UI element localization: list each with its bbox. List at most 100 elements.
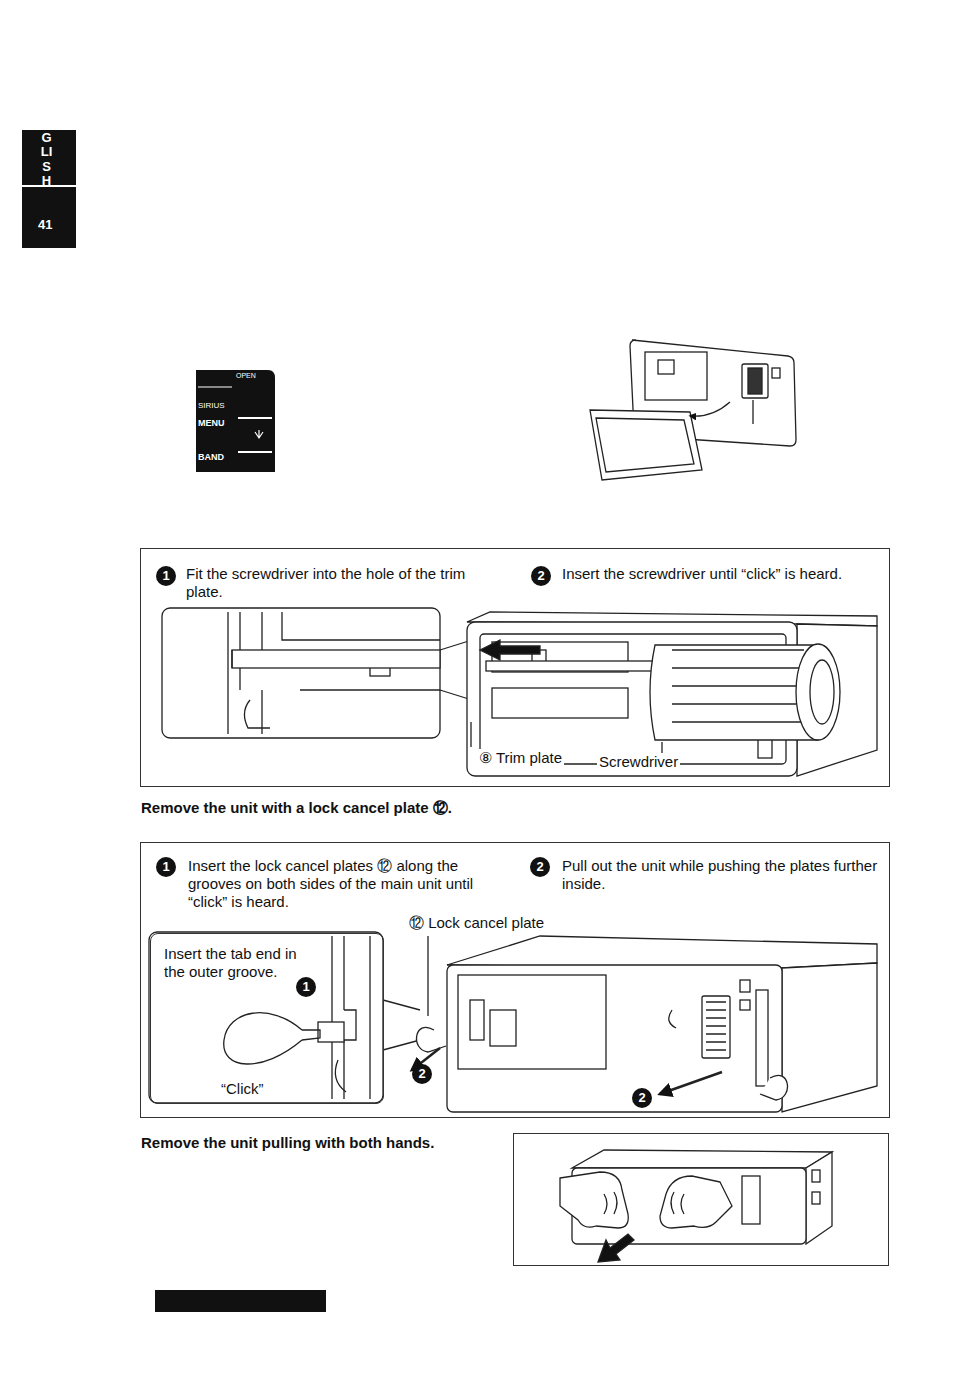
- lock-plate-detail-part: [383, 1000, 420, 1010]
- sound-label: “Click”: [219, 1080, 266, 1098]
- unit-with-screwdriver-part: [810, 660, 834, 724]
- language-tab-part: [22, 130, 76, 248]
- button-label: SIRIUS: [198, 401, 225, 410]
- pulling-with-hands-part: [812, 1192, 820, 1204]
- trim-plate-detail: [162, 608, 472, 738]
- unit-rear-view-part: [740, 980, 750, 992]
- lock-plate-detail-part: [318, 1022, 344, 1042]
- pulling-with-hands-part: [812, 1170, 820, 1182]
- faceplate-illustration-part: [590, 410, 702, 480]
- unit-with-screwdriver-part: [470, 722, 471, 747]
- faceplate-illustration-part: [645, 352, 707, 400]
- button-label: BAND: [198, 452, 224, 462]
- unit-rear-view-part: [702, 996, 730, 1058]
- detail-inset: Insert the tab end in the outer groove. “…: [150, 933, 384, 1104]
- lock-plate-detail-part: [331, 936, 332, 1099]
- lock-plate-detail-part: [302, 1030, 320, 1040]
- trim-plate-detail-part: [232, 650, 440, 668]
- front-panel-detail: [196, 370, 275, 472]
- trim-plate-detail-part: [261, 612, 262, 734]
- step-number: 1: [296, 977, 316, 997]
- front-panel-detail-part: [238, 417, 272, 419]
- unit-rear-view-part: [470, 1000, 484, 1040]
- trim-plate-detail-part: [227, 612, 228, 734]
- faceplate-illustration: [590, 340, 796, 480]
- faceplate-illustration-part: [752, 400, 753, 424]
- trim-plate-detail-part: [300, 689, 440, 690]
- unit-with-screwdriver-part: [796, 644, 840, 740]
- language-tab: [22, 130, 76, 248]
- front-panel-detail-part: [198, 387, 232, 388]
- unit-rear-view-part: [706, 1002, 726, 1050]
- unit-with-screwdriver-part: [492, 688, 628, 718]
- pulling-with-hands-part: [660, 1176, 732, 1228]
- unit-rear-view-part: [660, 1072, 722, 1094]
- lock-plate-detail-part: [343, 936, 344, 1010]
- note-text: Insert the tab end in the outer groove.: [164, 945, 304, 981]
- step-text: Insert the lock cancel plates ⑫ along th…: [188, 857, 493, 911]
- lock-plate-detail: [149, 932, 420, 1103]
- section-heading: Remove the unit pulling with both hands.: [141, 1134, 434, 1152]
- trim-plate-detail-part: [162, 608, 440, 738]
- illustration-panel: Remove the unit pulling with both hands.: [513, 1133, 889, 1266]
- pulling-with-hands-part: [806, 1152, 832, 1244]
- step-number: 2: [632, 1088, 652, 1108]
- part-label: Screwdriver: [597, 753, 680, 771]
- front-panel-detail-part: [255, 430, 263, 438]
- step-number: 2: [530, 857, 550, 877]
- pulling-with-hands: [560, 1150, 832, 1262]
- trim-plate-detail-part: [244, 700, 270, 728]
- lock-plate-detail-part: [344, 1010, 356, 1099]
- unit-rear-view: [412, 936, 877, 1112]
- faceplate-illustration-part: [772, 368, 780, 378]
- unit-with-screwdriver-part: [486, 661, 662, 671]
- language-tab-text: GLISH: [40, 131, 53, 188]
- unit-rear-view-part: [740, 1000, 750, 1010]
- pulling-with-hands-part: [742, 1176, 760, 1224]
- unit-rear-view-part: [447, 965, 782, 1112]
- lock-plate-detail-part: [224, 1013, 302, 1064]
- unit-rear-view-part: [756, 990, 768, 1086]
- step-number: 1: [156, 857, 176, 877]
- part-label: ⑧ Trim plate: [477, 749, 564, 767]
- step-panel: Remove the unit with a lock cancel plate…: [140, 842, 890, 1118]
- unit-rear-view-part: [427, 936, 428, 1016]
- unit-rear-view-part: [458, 975, 606, 1069]
- lock-plate-detail-part: [149, 932, 383, 1103]
- pulling-with-hands-part: [560, 1172, 628, 1228]
- part-label: ⑫ Lock cancel plate: [407, 914, 546, 932]
- faceplate-illustration-part: [596, 418, 694, 472]
- unit-rear-view-part: [447, 936, 877, 968]
- step-text: Insert the screwdriver until “click” is …: [562, 565, 884, 583]
- unit-rear-view-part: [417, 1027, 446, 1052]
- trim-plate-detail-part: [282, 612, 440, 640]
- faceplate-illustration-part: [748, 368, 762, 394]
- step-number: 2: [412, 1064, 432, 1084]
- step-number: 1: [156, 566, 176, 586]
- unit-rear-view-part: [782, 963, 877, 1112]
- unit-with-screwdriver-part: [650, 645, 818, 740]
- unit-rear-view-part: [760, 1075, 787, 1100]
- step-text: Pull out the unit while pushing the plat…: [562, 857, 884, 893]
- step-number: 2: [531, 566, 551, 586]
- lock-plate-detail-part: [383, 1040, 420, 1050]
- unit-with-screwdriver: [467, 612, 877, 776]
- lock-plate-detail-part: [369, 936, 370, 1099]
- pulling-with-hands-part: [598, 1234, 634, 1262]
- pulling-with-hands-part: [604, 1192, 617, 1214]
- black-bar: [155, 1290, 326, 1312]
- section-heading: Remove the unit with a lock cancel plate…: [141, 799, 452, 817]
- faceplate-illustration-part: [690, 402, 730, 416]
- unit-rear-view-part: [490, 1010, 516, 1046]
- unit-with-screwdriver-part: [672, 685, 804, 686]
- button-label: OPEN: [236, 372, 256, 379]
- pulling-with-hands-part: [572, 1150, 832, 1168]
- unit-with-screwdriver-part: [672, 649, 804, 650]
- step-panel: Fit the screwdriver into the hole of the…: [140, 548, 890, 787]
- unit-with-screwdriver-part: [672, 667, 804, 668]
- step-text: Fit the screwdriver into the hole of the…: [186, 565, 486, 601]
- lock-plate-detail-part: [335, 1060, 346, 1092]
